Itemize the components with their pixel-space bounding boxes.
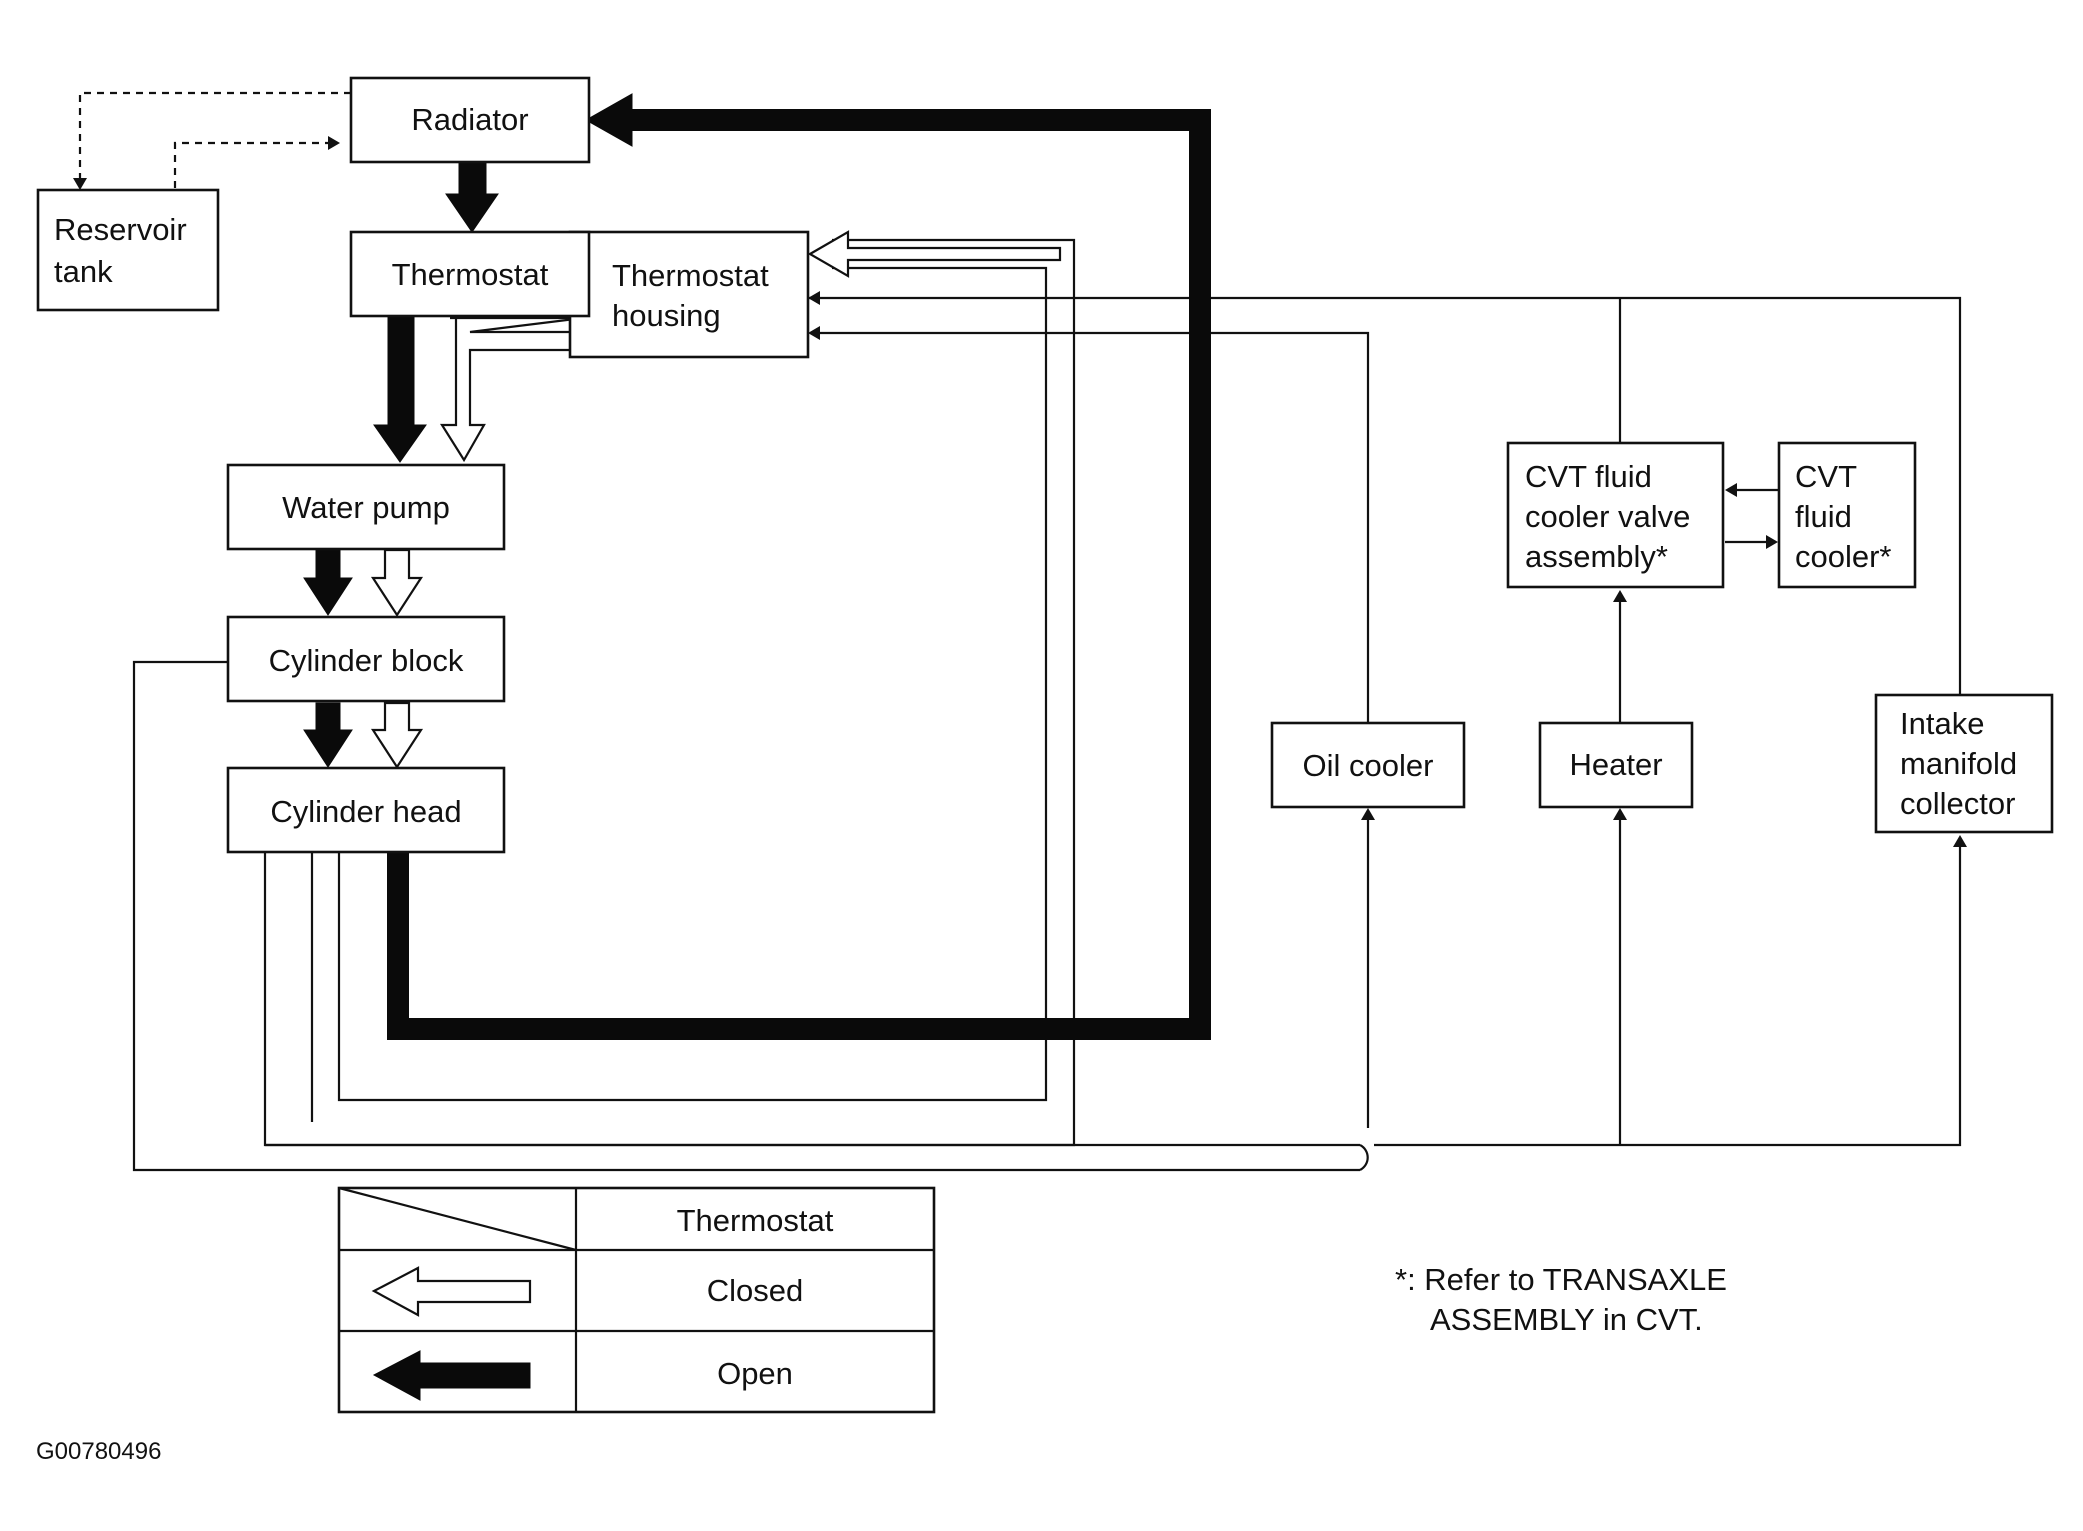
water-pump: Water pump [226,463,506,551]
legend-closed-label: Closed [707,1273,804,1308]
intake-label-line2: manifold [1900,746,2017,781]
housing-label-line1: Thermostat [612,258,769,293]
cvt-cooler-label-line2: fluid [1795,499,1852,534]
reservoir-label-line2: tank [54,254,113,289]
thermostat-housing: Thermostat housing [568,230,810,359]
footnote-line1: *: Refer to TRANSAXLE [1395,1262,1727,1297]
intake-label-line1: Intake [1900,706,1984,741]
figure-code: G00780496 [36,1438,161,1465]
reservoir-label-line1: Reservoir [54,212,187,247]
legend-table: Thermostat Closed Open [337,1186,936,1414]
housing-label-line2: housing [612,298,721,333]
housing-inlet-arrowheads [808,291,820,305]
radiator: Radiator [349,76,591,164]
oil-cooler-label: Oil cooler [1303,748,1434,783]
footnote: *: Refer to TRANSAXLE ASSEMBLY in CVT. [1395,1262,1727,1337]
heater-label: Heater [1569,747,1662,782]
cylinder-block-label: Cylinder block [269,643,464,678]
legend-open-arrow [372,1350,531,1401]
cvt-valve-label-line2: cooler valve [1525,499,1690,534]
cylinder-block: Cylinder block [226,615,506,703]
cvt-valve-label-line1: CVT fluid [1525,459,1652,494]
intake-label-line3: collector [1900,786,2015,821]
legend-header-diagonal [338,1186,577,1252]
reservoir-dashed-lines [73,91,351,190]
water-pump-label: Water pump [282,490,450,525]
cylinder-head-label: Cylinder head [270,794,461,829]
thermostat: Thermostat [349,230,591,318]
footnote-line2: ASSEMBLY in CVT. [1430,1302,1703,1337]
reservoir-tank: Reservoir tank [36,188,220,312]
radiator-label: Radiator [411,102,528,137]
hollow-housing-arrows [807,230,1062,278]
cvt-valve-label-line3: assembly* [1525,539,1668,574]
legend-closed-arrow [371,1266,532,1317]
cvt-cooler-label-line3: cooler* [1795,539,1892,574]
oil-cooler: Oil cooler [1270,721,1466,809]
intake-manifold-collector: Intake manifold collector [1874,693,2054,834]
cvt-fluid-cooler: CVT fluid cooler* [1777,441,1917,589]
legend-header: Thermostat [677,1203,834,1238]
heater: Heater [1538,721,1694,809]
cylinder-head: Cylinder head [226,766,506,854]
thermostat-label: Thermostat [392,257,549,292]
thick-radiator-loop [387,93,1211,1040]
flow-arrows [303,161,585,770]
cvt-fluid-cooler-valve-assembly: CVT fluid cooler valve assembly* [1506,441,1725,589]
legend-open-label: Open [717,1356,793,1391]
cvt-cooler-label-line1: CVT [1795,459,1857,494]
